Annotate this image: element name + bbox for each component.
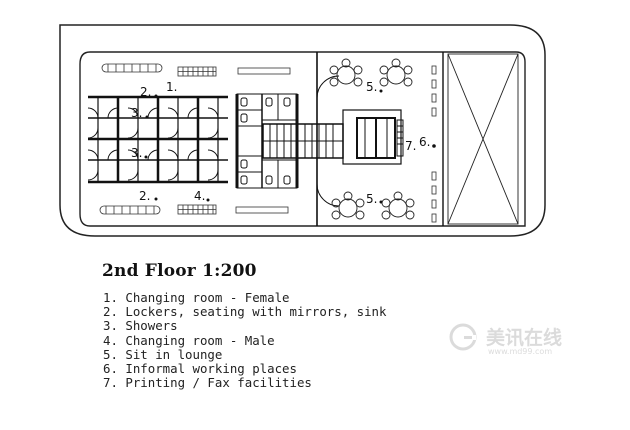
bench-bottom-right xyxy=(235,206,289,214)
legend-list: 1. Changing room - Female 2. Lockers, se… xyxy=(103,290,387,391)
work-places xyxy=(431,52,444,226)
plan-label-2-top: 2. xyxy=(140,85,151,99)
legend-item: 7. Printing / Fax facilities xyxy=(103,375,312,391)
legend-item: 5. Sit in lounge xyxy=(103,346,223,362)
plan-label-2-bottom: 2. xyxy=(139,189,150,203)
plan-label-3-lower: 3. xyxy=(131,146,142,160)
label-dots xyxy=(144,89,436,204)
plan-label-3-upper: 3. xyxy=(131,106,142,120)
floor-plan: 1. 2. 3. 3. 2. 4. 5. 5. 7. 6. xyxy=(59,24,546,237)
drawing-title: 2nd Floor 1:200 xyxy=(102,261,257,281)
shower-cubicles xyxy=(87,95,228,184)
legend-item: 2. Lockers, seating with mirrors, sink xyxy=(103,304,387,320)
legend-item: 4. Changing room - Male xyxy=(103,332,275,348)
stair-core xyxy=(262,52,404,226)
legend-item: 1. Changing room - Female xyxy=(103,290,290,305)
watermark-text: 美讯在线 xyxy=(486,327,563,349)
watermark-url: www.md99.com xyxy=(488,347,553,356)
watermark-logo-icon xyxy=(449,323,477,351)
plan-label-4: 4. xyxy=(194,189,205,203)
watermark: 美讯在线 www.md99.com xyxy=(448,320,578,360)
plan-label-1: 1. xyxy=(166,80,177,94)
legend-item: 6. Informal working places xyxy=(103,361,297,377)
building-outline xyxy=(59,24,546,237)
void-opening xyxy=(447,53,519,225)
inner-outline xyxy=(79,51,526,227)
plan-label-7: 7. xyxy=(405,139,416,153)
bench-top-right xyxy=(237,67,291,75)
legend-item: 3. Showers xyxy=(103,318,178,334)
plan-label-6: 6. xyxy=(419,135,430,149)
plan-label-5-top: 5. xyxy=(366,80,377,94)
plan-label-5-bottom: 5. xyxy=(366,192,377,206)
